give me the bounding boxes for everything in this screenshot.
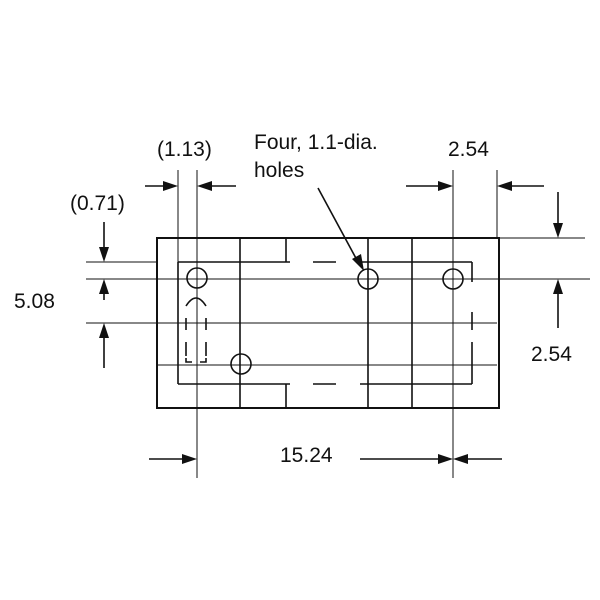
extension-lines xyxy=(86,170,590,478)
dim-label-left-offset: (0.71) xyxy=(70,192,125,215)
dim-top-right xyxy=(406,181,544,191)
dim-label-top-right-pitch: 2.54 xyxy=(448,138,489,161)
dim-label-left-height: 5.08 xyxy=(14,290,55,313)
dim-bottom xyxy=(149,454,502,464)
hole-2 xyxy=(230,353,252,375)
dim-left-offset xyxy=(99,222,109,300)
dim-label-right-pitch: 2.54 xyxy=(531,343,572,366)
callout-leader xyxy=(317,187,364,271)
callout-text-line2: holes xyxy=(254,159,304,182)
dim-label-top-left-offset: (1.13) xyxy=(157,138,212,161)
dim-left-height xyxy=(99,323,109,368)
callout-text-line1: Four, 1.1-dia. xyxy=(254,131,378,154)
dim-right xyxy=(553,192,563,328)
holes xyxy=(186,267,464,375)
dim-top-left xyxy=(145,181,236,191)
dashed-contact xyxy=(185,297,207,363)
dim-label-bottom-span: 15.24 xyxy=(280,444,333,467)
